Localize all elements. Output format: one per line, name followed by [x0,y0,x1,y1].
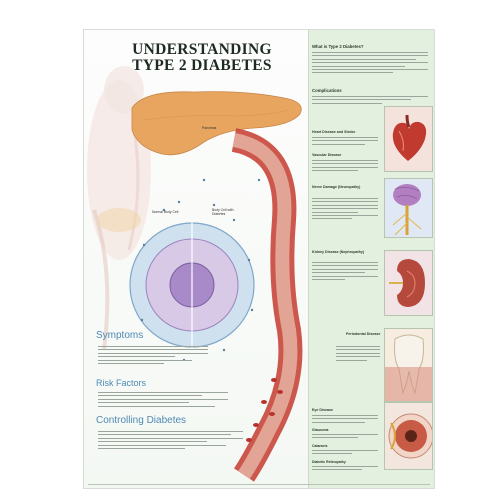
sidebar-item-retinopathy: Diabetic Retinopathy [312,460,346,464]
sidebar-item-periodontal: Periodontal Disease [346,332,381,336]
sidebar-item-heart: Heart Disease and Stroke [312,130,356,134]
title-line-2: TYPE 2 DIABETES [132,57,272,74]
sidebar-item-cataracts: Cataracts [312,444,328,448]
retinopathy-text [312,466,378,473]
label-diabetes-cell: Body Cell with Diabetes [212,208,234,216]
pancreas-illustration [131,91,302,156]
main-illustration [129,91,303,482]
periodontal-text [336,346,380,363]
symptoms-heading: Symptoms [96,330,144,341]
kidney-thumbnail [384,250,433,316]
eye-text [312,415,378,425]
sidebar-item-kidney: Kidney Disease (Nephropathy) [312,250,365,254]
label-pancreas: Pancreas [202,126,217,130]
nerve-text [312,198,378,222]
label-normal-cell: Normal Body Cell [152,210,179,214]
heart-thumbnail [384,106,433,172]
sidebar-intro-heading: What is Type 2 Diabetes? [312,44,364,49]
diabetes-poster: UNDERSTANDING TYPE 2 DIABETES [84,30,434,488]
intro-text-lines [312,52,428,76]
eye-illustration-icon [388,413,432,459]
tooth-thumbnail [384,328,433,402]
complications-heading: Complications [312,88,342,93]
poster-title: UNDERSTANDING TYPE 2 DIABETES [102,42,302,74]
heart-text [312,137,378,147]
sidebar-item-eye: Eye Disease [312,408,333,412]
glucose-particles [140,178,261,362]
nervous-system-illustration-icon [392,184,422,236]
risk-factors-heading: Risk Factors [96,378,147,388]
heart-illustration-icon [392,114,427,161]
symptoms-text-lines [98,346,208,366]
left-panel: UNDERSTANDING TYPE 2 DIABETES [84,30,308,488]
eye-thumbnail [384,402,433,470]
kidney-text [312,262,378,282]
complications-text-lines [312,96,428,106]
nerve-thumbnail [384,178,433,238]
kidney-illustration-icon [389,259,425,307]
cataracts-text [312,450,378,457]
risk-factors-text-lines [98,392,228,409]
controlling-text-lines [98,431,243,451]
tooth-illustration-icon [385,334,432,401]
controlling-heading: Controlling Diabetes [96,415,187,426]
glaucoma-text [312,434,378,441]
title-line-1: UNDERSTANDING [132,41,272,58]
red-blood-cells [246,378,283,442]
vascular-text [312,160,378,174]
sidebar-item-glaucoma: Glaucoma [312,428,329,432]
sidebar-item-vascular: Vascular Disease [312,153,342,157]
sidebar-item-nerve: Nerve Damage (Neuropathy) [312,185,361,189]
poster-footer [88,484,430,485]
